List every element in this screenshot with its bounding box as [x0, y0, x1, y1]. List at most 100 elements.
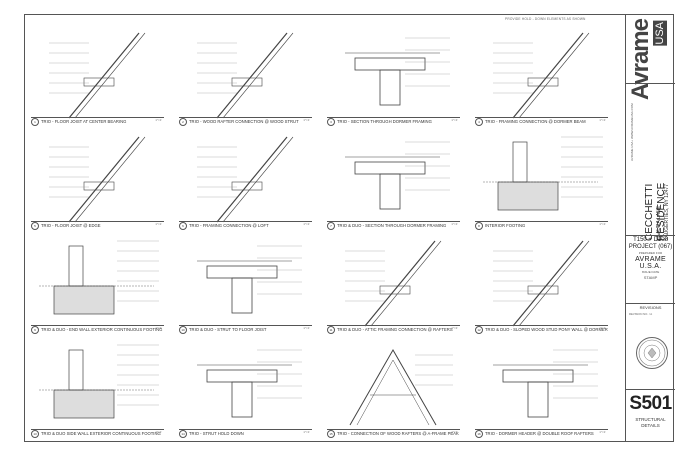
detail-title: TRIO - FLOOR JOIST AT CENTER BEARING [41, 119, 127, 125]
detail-scale: 1"=1' [155, 326, 162, 330]
detail-drawing [39, 344, 159, 419]
detail-title: INTERIOR FOOTING [485, 223, 526, 229]
detail-number: 12 [475, 326, 483, 334]
model-label: T150 + D100 [633, 237, 668, 243]
title-block: Avrame USA AVRAME USA • WWW.AVRAMEUSA.CO… [625, 15, 675, 441]
detail-scale: 1"=1' [451, 222, 458, 226]
detail-title: TRIO - CONNECTION OF WOOD RAFTERS @ A-FR… [337, 431, 459, 437]
detail-title: TRIO - FRAMING CONNECTION @ DORMER BEAM [485, 119, 586, 125]
detail-drawing [483, 136, 603, 211]
detail-number: 4 [475, 118, 483, 126]
title-block-divider [626, 303, 675, 304]
title-block-divider [626, 235, 675, 236]
detail-drawing [39, 240, 159, 315]
revisions-row: REVISION NO. / A [629, 312, 653, 316]
prepared-for-label: PREPARED FOR [638, 251, 663, 255]
project-label: PROJECT (067) [628, 244, 673, 250]
detail-drawing [197, 136, 294, 223]
detail-scale: 1"=1' [451, 118, 458, 122]
detail-title: TRIO & DUO - SLOPED WOOD STUD PONY WALL … [485, 327, 608, 333]
avrame-logo: Avrame USA [627, 19, 672, 100]
detail-number: 5 [31, 222, 39, 230]
detail-number: 2 [179, 118, 187, 126]
detail-title: TRIO - STRUT HOLD DOWN [189, 431, 244, 437]
detail-scale: 1"=1' [599, 430, 606, 434]
company-name: AVRAME U.S.A. [635, 256, 666, 270]
detail-title: TRIO - WOOD RAFTER CONNECTION @ WOOD STR… [189, 119, 299, 125]
sheet-number: S501 [629, 393, 672, 414]
detail-scale: 1"=1' [451, 430, 458, 434]
detail-title: TRIO & DUO - STRUT TO FLOOR JOIST [189, 327, 267, 333]
detail-drawing [197, 349, 302, 418]
detail-number: 15 [327, 430, 335, 438]
detail-number: 10 [179, 326, 187, 334]
detail-scale: 1"=1' [155, 222, 162, 226]
project-address-block: AVRAME USA • WWW.AVRAMEUSA.COM CECCHETTI… [626, 85, 675, 241]
detail-scale: 1"=1' [599, 118, 606, 122]
detail-drawing [197, 32, 294, 119]
detail-number: 11 [327, 326, 335, 334]
revisions-block: REVISIONS REVISION NO. / A [626, 305, 675, 317]
sheet-top-note: PROVIDE HOLD - DOWN ELEMENTS AS SHOWN [505, 17, 586, 21]
detail-number: 9 [31, 326, 39, 334]
issue-date-label: ISSUE DATE [641, 270, 660, 274]
detail-number: 1 [31, 118, 39, 126]
company-info: AVRAME USA • WWW.AVRAMEUSA.COM [630, 103, 634, 161]
stamp-label: STAMP [643, 275, 658, 280]
detail-scale: 1"=1' [155, 118, 162, 122]
address-line-1: # LAURA LANE [656, 205, 662, 241]
engineer-seal-stamp [636, 337, 668, 369]
detail-scale: 1"=1' [155, 430, 162, 434]
detail-title: TRIO - FLOOR JOIST @ EDGE [41, 223, 101, 229]
detail-drawing [49, 136, 146, 223]
detail-title: TRIO & DUO - END WALL EXTERIOR CONTINUOU… [41, 327, 163, 333]
detail-number: 3 [327, 118, 335, 126]
revisions-label: REVISIONS [639, 305, 662, 310]
project-info: T150 + D100 PROJECT (067) PREPARED FOR A… [626, 237, 675, 280]
detail-drawing [49, 32, 146, 119]
detail-number: 7 [327, 222, 335, 230]
detail-drawing [345, 141, 450, 210]
detail-scale: 1"=1' [303, 430, 310, 434]
detail-scale: 1"=1' [599, 222, 606, 226]
detail-title: TRIO - FRAMING CONNECTION @ LOFT [189, 223, 269, 229]
detail-number: 13 [31, 430, 39, 438]
detail-drawing [349, 348, 453, 426]
detail-title: TRIO & DUO - SECTION THROUGH DORMER FRAM… [337, 223, 447, 229]
detail-scale: 1"=1' [599, 326, 606, 330]
detail-number: 14 [179, 430, 187, 438]
detail-drawing [493, 349, 598, 418]
detail-drawing [493, 32, 590, 119]
